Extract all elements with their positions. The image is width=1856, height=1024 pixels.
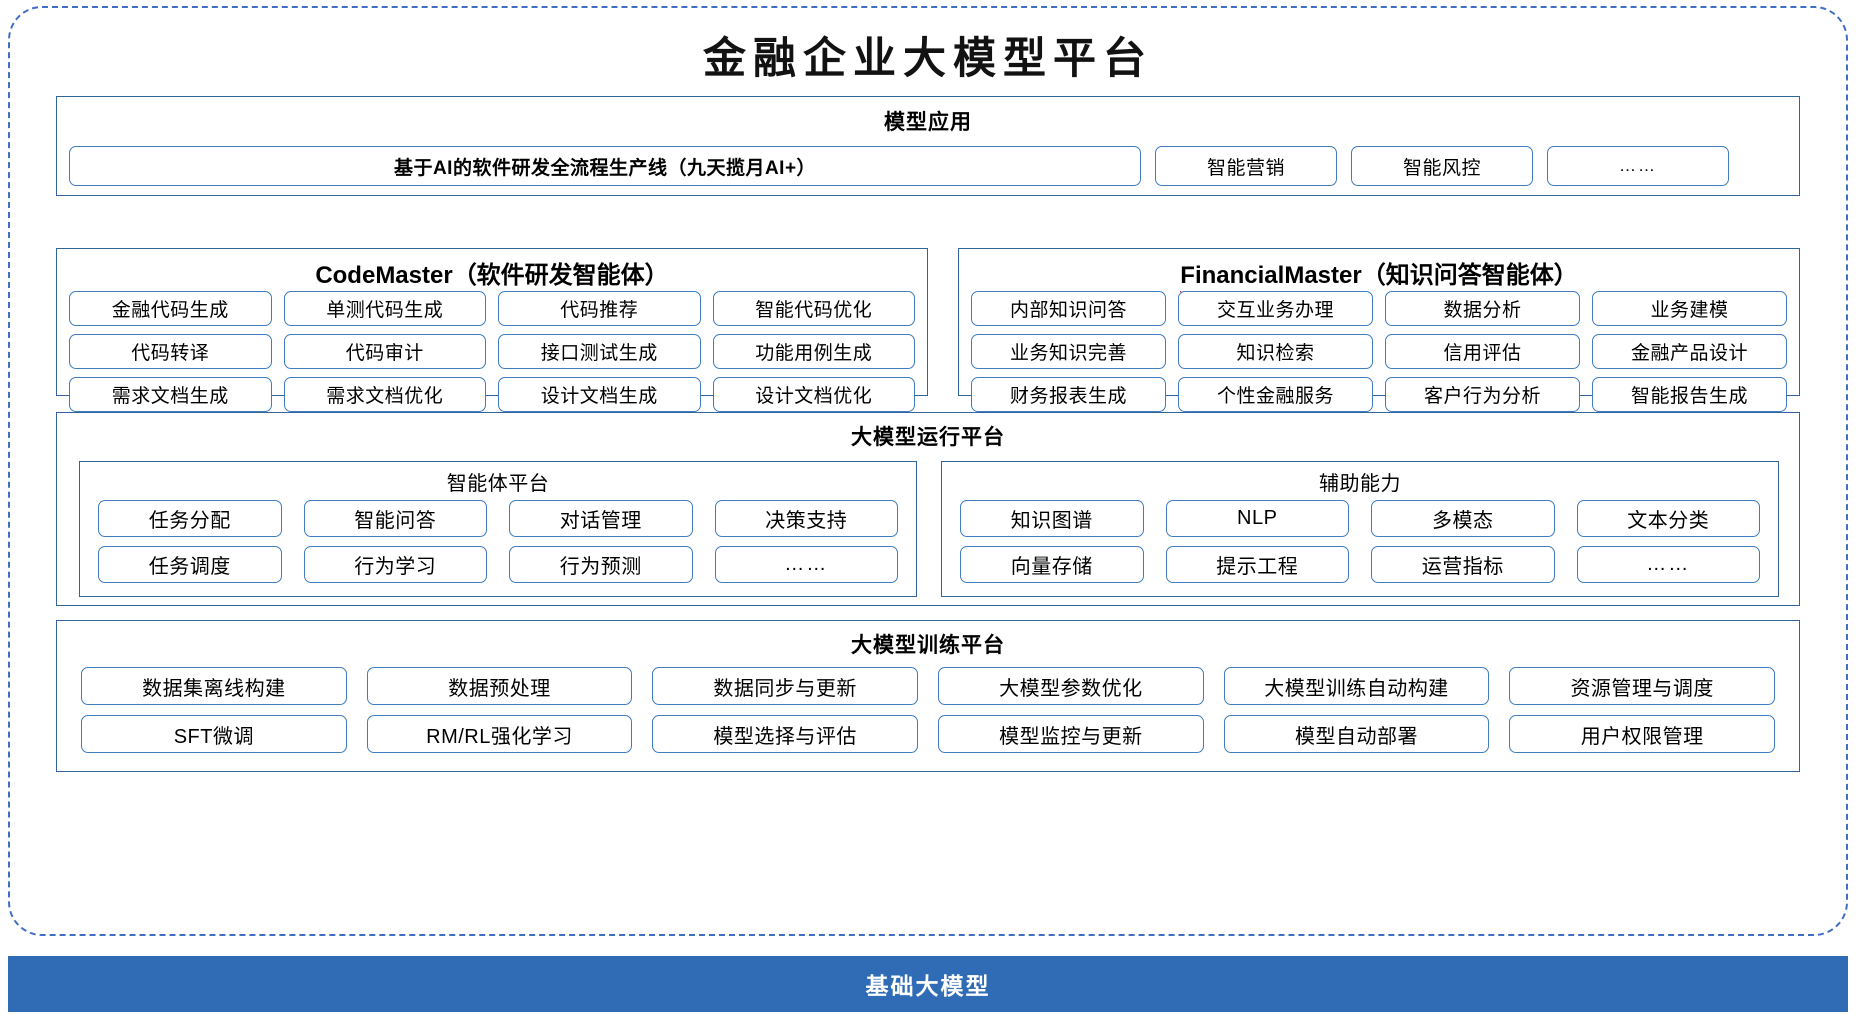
training-item-0-1[interactable]: 数据预处理 [366, 667, 633, 705]
codemaster-panel: CodeMaster（软件研发智能体） 金融代码生成 单测代码生成 代码推荐 智… [56, 248, 928, 412]
agent-platform-item-1-3[interactable]: …… [714, 546, 898, 583]
financialmaster-item-0-3[interactable]: 业务建模 [1592, 291, 1787, 326]
codemaster-heading: CodeMaster（软件研发智能体） [57, 249, 927, 295]
financialmaster-panel: FinancialMaster（知识问答智能体） 内部知识问答 交互业务办理 数… [958, 248, 1800, 412]
model-application-panel: 模型应用 基于AI的软件研发全流程生产线（九天揽月AI+） 智能营销 智能风控 … [56, 96, 1800, 196]
financialmaster-item-1-1[interactable]: 知识检索 [1178, 334, 1373, 369]
codemaster-name-cn: （软件研发智能体） [452, 262, 669, 289]
aux-ability-item-0-1[interactable]: NLP [1165, 500, 1349, 537]
agent-platform-grid: 任务分配 智能问答 对话管理 决策支持 任务调度 行为学习 行为预测 …… [98, 500, 898, 583]
app-item-smart-risk-control[interactable]: 智能风控 [1351, 146, 1533, 186]
training-item-1-2[interactable]: 模型选择与评估 [652, 715, 919, 753]
training-item-0-4[interactable]: 大模型训练自动构建 [1223, 667, 1490, 705]
app-item-ai-pipeline[interactable]: 基于AI的软件研发全流程生产线（九天揽月AI+） [69, 146, 1141, 186]
aux-ability-item-0-3[interactable]: 文本分类 [1576, 500, 1760, 537]
training-platform-grid: 数据集离线构建 数据预处理 数据同步与更新 大模型参数优化 大模型训练自动构建 … [81, 667, 1776, 753]
financialmaster-row-2: 业务知识完善 知识检索 信用评估 金融产品设计 [971, 334, 1787, 369]
financialmaster-item-0-1[interactable]: 交互业务办理 [1178, 291, 1373, 326]
codemaster-item-2-2[interactable]: 设计文档生成 [498, 377, 701, 412]
financialmaster-heading: FinancialMaster（知识问答智能体） [959, 249, 1799, 295]
model-application-title: 模型应用 [884, 111, 972, 134]
aux-ability-item-0-2[interactable]: 多模态 [1371, 500, 1555, 537]
training-item-0-5[interactable]: 资源管理与调度 [1509, 667, 1776, 705]
agent-platform-item-0-1[interactable]: 智能问答 [303, 500, 487, 537]
runtime-platform-panel: 大模型运行平台 智能体平台 任务分配 智能问答 对话管理 决策支持 任务调度 行… [56, 412, 1800, 606]
financialmaster-item-2-3[interactable]: 智能报告生成 [1592, 377, 1787, 412]
training-item-1-5[interactable]: 用户权限管理 [1509, 715, 1776, 753]
codemaster-item-0-1[interactable]: 单测代码生成 [283, 291, 486, 326]
codemaster-item-1-3[interactable]: 功能用例生成 [712, 334, 915, 369]
app-item-more[interactable]: …… [1547, 146, 1729, 186]
agent-platform-item-1-0[interactable]: 任务调度 [98, 546, 282, 583]
codemaster-item-0-0[interactable]: 金融代码生成 [69, 291, 272, 326]
financialmaster-item-1-3[interactable]: 金融产品设计 [1592, 334, 1787, 369]
financialmaster-item-0-0[interactable]: 内部知识问答 [971, 291, 1166, 326]
aux-ability-item-0-0[interactable]: 知识图谱 [960, 500, 1144, 537]
foundation-model-bar: 基础大模型 [8, 956, 1848, 1012]
codemaster-item-0-2[interactable]: 代码推荐 [498, 291, 701, 326]
codemaster-row-1: 金融代码生成 单测代码生成 代码推荐 智能代码优化 [69, 291, 915, 326]
page-title: 金融企业大模型平台 [703, 34, 1153, 84]
agent-platform-item-0-3[interactable]: 决策支持 [714, 500, 898, 537]
financialmaster-item-0-2[interactable]: 数据分析 [1385, 291, 1580, 326]
training-item-1-4[interactable]: 模型自动部署 [1223, 715, 1490, 753]
codemaster-item-0-3[interactable]: 智能代码优化 [712, 291, 915, 326]
codemaster-item-1-0[interactable]: 代码转译 [69, 334, 272, 369]
foundation-model-label: 基础大模型 [865, 973, 991, 999]
agent-platform-row-2: 任务调度 行为学习 行为预测 …… [98, 546, 898, 583]
training-item-1-0[interactable]: SFT微调 [81, 715, 347, 753]
financialmaster-item-2-1[interactable]: 个性金融服务 [1178, 377, 1373, 412]
codemaster-item-1-2[interactable]: 接口测试生成 [498, 334, 701, 369]
training-platform-panel: 大模型训练平台 数据集离线构建 数据预处理 数据同步与更新 大模型参数优化 大模… [56, 620, 1800, 772]
training-item-1-3[interactable]: 模型监控与更新 [938, 715, 1204, 753]
aux-ability-title: 辅助能力 [1319, 473, 1401, 495]
training-item-0-0[interactable]: 数据集离线构建 [81, 667, 347, 705]
model-application-items: 基于AI的软件研发全流程生产线（九天揽月AI+） 智能营销 智能风控 …… [69, 145, 1789, 187]
training-row-1: 数据集离线构建 数据预处理 数据同步与更新 大模型参数优化 大模型训练自动构建 … [81, 667, 1776, 705]
financialmaster-item-2-0[interactable]: 财务报表生成 [971, 377, 1166, 412]
financialmaster-name-en: FinancialMaster [1180, 262, 1363, 295]
app-item-smart-marketing[interactable]: 智能营销 [1155, 146, 1337, 186]
aux-ability-item-1-0[interactable]: 向量存储 [960, 546, 1144, 583]
runtime-platform-title: 大模型运行平台 [851, 426, 1005, 449]
financialmaster-row-3: 财务报表生成 个性金融服务 客户行为分析 智能报告生成 [971, 377, 1787, 412]
aux-ability-row-2: 向量存储 提示工程 运营指标 …… [960, 546, 1760, 583]
training-item-0-2[interactable]: 数据同步与更新 [652, 667, 919, 705]
financialmaster-item-1-2[interactable]: 信用评估 [1385, 334, 1580, 369]
diagram-outer-frame [8, 6, 1848, 936]
agent-platform-item-0-0[interactable]: 任务分配 [98, 500, 282, 537]
training-item-0-3[interactable]: 大模型参数优化 [938, 667, 1204, 705]
aux-ability-item-1-3[interactable]: …… [1576, 546, 1760, 583]
aux-ability-subpanel: 辅助能力 知识图谱 NLP 多模态 文本分类 向量存储 提示工程 运营指标 …… [941, 461, 1779, 597]
financialmaster-name-cn: （知识问答智能体） [1361, 262, 1578, 289]
codemaster-item-2-3[interactable]: 设计文档优化 [712, 377, 915, 412]
agent-platform-subpanel: 智能体平台 任务分配 智能问答 对话管理 决策支持 任务调度 行为学习 行为预测… [79, 461, 917, 597]
training-row-2: SFT微调 RM/RL强化学习 模型选择与评估 模型监控与更新 模型自动部署 用… [81, 715, 1776, 753]
agent-platform-item-1-1[interactable]: 行为学习 [303, 546, 487, 583]
codemaster-item-1-1[interactable]: 代码审计 [283, 334, 486, 369]
agent-platform-title: 智能体平台 [446, 473, 550, 495]
agent-platform-item-1-2[interactable]: 行为预测 [509, 546, 693, 583]
aux-ability-row-1: 知识图谱 NLP 多模态 文本分类 [960, 500, 1760, 537]
financialmaster-row-1: 内部知识问答 交互业务办理 数据分析 业务建模 [971, 291, 1787, 326]
aux-ability-grid: 知识图谱 NLP 多模态 文本分类 向量存储 提示工程 运营指标 …… [960, 500, 1760, 583]
codemaster-capability-grid: 金融代码生成 单测代码生成 代码推荐 智能代码优化 代码转译 代码审计 接口测试… [69, 291, 915, 412]
financialmaster-item-2-2[interactable]: 客户行为分析 [1385, 377, 1580, 412]
financialmaster-item-1-0[interactable]: 业务知识完善 [971, 334, 1166, 369]
aux-ability-item-1-2[interactable]: 运营指标 [1371, 546, 1555, 583]
training-platform-title: 大模型训练平台 [851, 634, 1005, 657]
training-item-1-1[interactable]: RM/RL强化学习 [366, 715, 633, 753]
financialmaster-capability-grid: 内部知识问答 交互业务办理 数据分析 业务建模 业务知识完善 知识检索 信用评估… [971, 291, 1787, 412]
aux-ability-item-1-1[interactable]: 提示工程 [1165, 546, 1349, 583]
codemaster-row-2: 代码转译 代码审计 接口测试生成 功能用例生成 [69, 334, 915, 369]
agent-platform-row-1: 任务分配 智能问答 对话管理 决策支持 [98, 500, 898, 537]
codemaster-item-2-1[interactable]: 需求文档优化 [283, 377, 486, 412]
codemaster-item-2-0[interactable]: 需求文档生成 [69, 377, 272, 412]
codemaster-name-en: CodeMaster [315, 262, 454, 295]
agent-platform-item-0-2[interactable]: 对话管理 [509, 500, 693, 537]
codemaster-row-3: 需求文档生成 需求文档优化 设计文档生成 设计文档优化 [69, 377, 915, 412]
